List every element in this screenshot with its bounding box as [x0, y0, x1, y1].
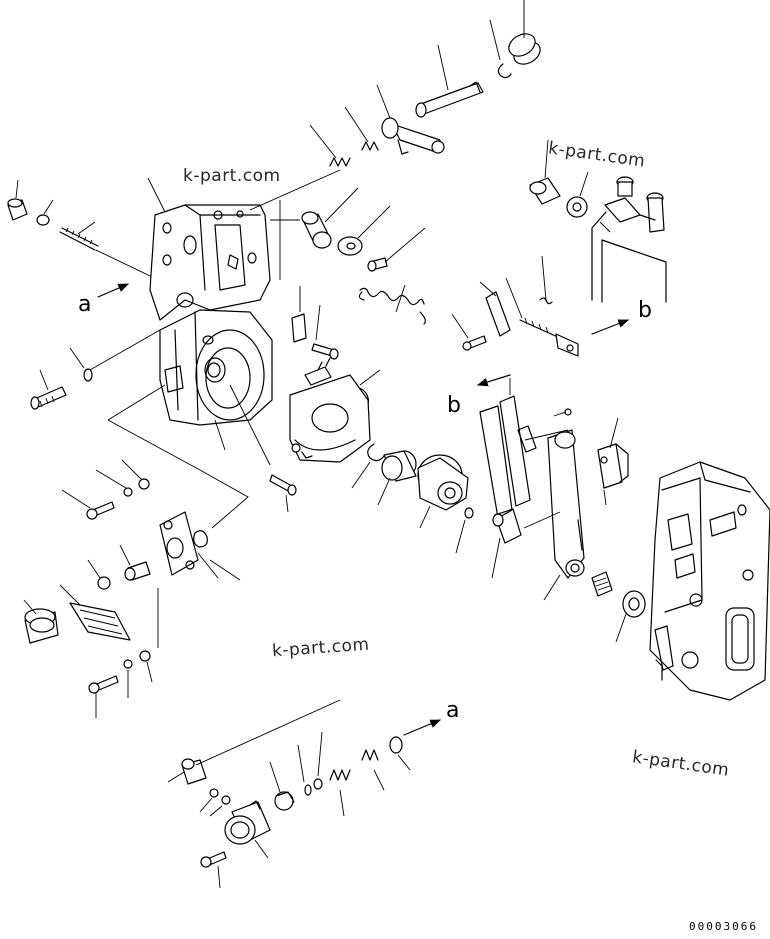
- lock-nut-right: [615, 590, 646, 643]
- cover-bolt-lower: [88, 675, 119, 718]
- flyweight-holder: [417, 454, 469, 529]
- clip-bracket: [291, 286, 307, 343]
- stud-bolt-left: [30, 369, 67, 410]
- washer-right: [566, 171, 589, 218]
- governor-weight-assembly: [289, 357, 381, 463]
- washer-top-left: [36, 199, 54, 226]
- small-pin-lever: [524, 408, 572, 441]
- cap-nut-top-left: [7, 179, 28, 221]
- ref-label-b-mid: b: [447, 393, 461, 418]
- small-screw-mid: [367, 227, 426, 272]
- snap-ring-top: [489, 19, 512, 79]
- leader-lines-left: [107, 384, 249, 648]
- washer-mid-left: [87, 559, 111, 590]
- o-ring-left: [69, 329, 161, 382]
- watermark-top: k-part.com: [183, 166, 281, 186]
- washers-bottom: [199, 788, 231, 817]
- small-washers-center: [297, 731, 323, 796]
- large-plug: [23, 599, 59, 644]
- washer-cover-1: [95, 459, 150, 497]
- governor-housing-lower: [159, 292, 273, 466]
- plug-with-flange: [301, 187, 359, 249]
- linkage-rod-with-spring: [505, 255, 579, 357]
- cap-bottom: [224, 800, 271, 859]
- gasket-plate: [59, 584, 131, 641]
- small-springs-top: [309, 106, 379, 167]
- control-shaft: [415, 44, 484, 118]
- ref-label-b-right: b: [638, 298, 652, 323]
- washers-cover-2: [123, 650, 153, 698]
- governor-housing-upper: [147, 169, 341, 321]
- nut-right: [529, 139, 561, 205]
- bolt-bottom: [200, 851, 227, 889]
- adjust-screw: [591, 571, 613, 597]
- control-lever-long: [479, 378, 537, 579]
- link-lever: [523, 429, 585, 601]
- springs-bottom: [329, 749, 385, 817]
- tension-spring: [358, 284, 426, 325]
- stop-block: [597, 417, 629, 506]
- cover-bolt-upper: [61, 489, 115, 520]
- ref-label-a-left: a: [78, 292, 92, 317]
- shaft-sleeve: [508, 0, 541, 65]
- small-washer-mid: [455, 507, 474, 554]
- document-number: 00003066: [689, 920, 758, 933]
- plug-small: [119, 544, 151, 581]
- governor-housing-right: [649, 461, 770, 701]
- screw-right: [451, 313, 487, 351]
- bracket-small: [479, 281, 511, 337]
- o-ring-bottom: [389, 736, 411, 771]
- screw-lower-mid: [269, 474, 297, 513]
- cover-plate: [159, 511, 219, 579]
- o-ring-cover: [193, 530, 241, 581]
- lever-pin-assembly: [376, 84, 445, 155]
- screw-mid-2: [311, 304, 339, 360]
- snap-ring-mid: [351, 443, 385, 489]
- bearing-sleeve: [377, 450, 417, 506]
- flat-washer-mid: [337, 205, 391, 256]
- banjo-bolt: [167, 758, 207, 785]
- pump-body-detail: [591, 176, 667, 303]
- seal-ring-bottom: [269, 761, 295, 811]
- ref-label-a-bottom: a: [446, 698, 460, 723]
